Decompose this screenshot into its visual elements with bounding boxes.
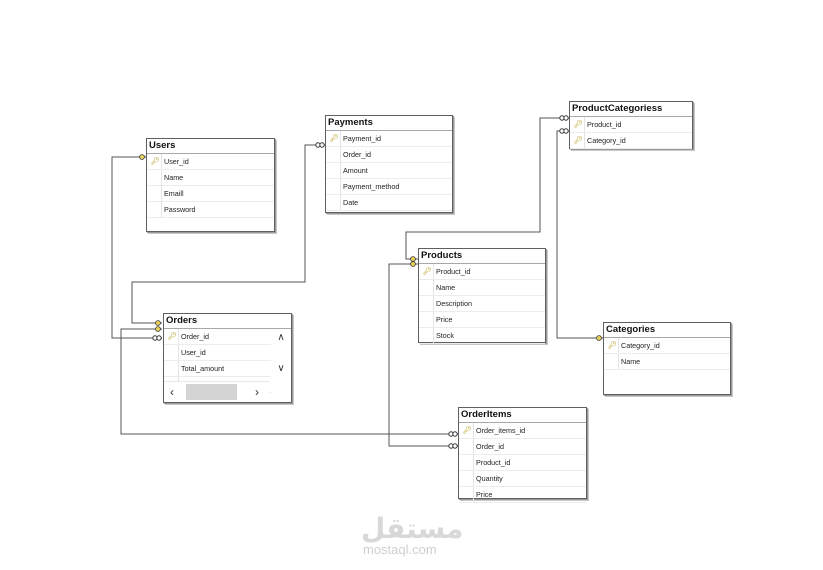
key-icon: 🔑︎ bbox=[463, 427, 472, 434]
column-row[interactable]: 🔑︎ Order_items_id bbox=[459, 423, 586, 439]
column-row[interactable]: Password bbox=[147, 202, 274, 218]
relationship-categories-productcategories bbox=[556, 130, 603, 339]
key-icon: 🔑︎ bbox=[423, 268, 432, 275]
table-products[interactable]: Products 🔑︎ Product_id Name Description P… bbox=[418, 248, 546, 344]
watermark-url: mostaql.com bbox=[363, 542, 437, 557]
column-name: Order_items_id bbox=[476, 426, 526, 435]
column-row[interactable]: 🔑︎ User_id bbox=[147, 154, 274, 170]
column-name: Name bbox=[621, 357, 641, 366]
chevron-up-icon[interactable]: ∧ bbox=[277, 332, 285, 343]
column-row[interactable]: Description bbox=[419, 296, 545, 312]
relationship-users-orders bbox=[111, 156, 162, 339]
column-row[interactable]: 🔑︎ Category_id bbox=[604, 338, 730, 354]
column-row[interactable]: 🔑︎ Payment_id bbox=[326, 131, 452, 147]
table-columns: 🔑︎ User_id Name Emaill Password bbox=[147, 154, 274, 218]
table-columns: 🔑︎Order_id User_id Total_amount Status ∧… bbox=[164, 329, 291, 402]
column-row[interactable]: Price bbox=[419, 312, 545, 328]
column-row[interactable]: 🔑︎ Product_id bbox=[570, 117, 692, 133]
table-title: ProductCategoriess bbox=[570, 102, 692, 117]
column-row[interactable]: User_id bbox=[164, 345, 271, 361]
key-icon: 🔑︎ bbox=[330, 135, 339, 142]
table-columns: 🔑︎ Product_id Name Description Price Stoc… bbox=[419, 264, 545, 344]
table-orderitems[interactable]: OrderItems 🔑︎ Order_items_id Order_id Pro… bbox=[458, 407, 587, 503]
table-productcategories[interactable]: ProductCategoriess 🔑︎ Product_id 🔑︎ Catego… bbox=[569, 101, 693, 149]
key-icon: 🔑︎ bbox=[608, 342, 617, 349]
table-payments[interactable]: Payments 🔑︎ Payment_id Order_id Amount Pa… bbox=[325, 115, 453, 213]
column-name: Product_id bbox=[436, 267, 471, 276]
key-icon: 🔑︎ bbox=[574, 137, 583, 144]
key-icon: 🔑︎ bbox=[168, 333, 177, 340]
column-row[interactable]: Payment_method bbox=[326, 179, 452, 195]
watermark-logo: مستقل bbox=[361, 512, 464, 545]
column-row[interactable]: 🔑︎ Product_id bbox=[419, 264, 545, 280]
table-title: Orders bbox=[164, 314, 291, 329]
column-name: Amount bbox=[343, 166, 368, 175]
table-title: Products bbox=[419, 249, 545, 264]
column-name: Date bbox=[343, 198, 359, 207]
column-row[interactable]: Name bbox=[147, 170, 274, 186]
relationship-products-orderitems bbox=[388, 263, 458, 447]
relationship-payments-orders bbox=[131, 144, 325, 324]
column-name: Password bbox=[164, 205, 196, 214]
chevron-left-icon[interactable]: ‹ bbox=[170, 385, 174, 399]
column-row[interactable]: 🔑︎ Order_id bbox=[164, 329, 271, 345]
chevron-right-icon[interactable]: › bbox=[255, 385, 259, 399]
column-row[interactable]: Date bbox=[326, 195, 452, 211]
column-name: Description bbox=[436, 299, 472, 308]
table-columns: 🔑︎ Order_items_id Order_id Product_id Qua… bbox=[459, 423, 586, 503]
column-name: Price bbox=[436, 315, 453, 324]
column-row[interactable]: Quantity bbox=[459, 471, 586, 487]
vertical-scrollbar[interactable]: ∧ ∨ bbox=[271, 329, 291, 402]
key-icon: 🔑︎ bbox=[151, 158, 160, 165]
relationship-orders-orderitems bbox=[120, 328, 458, 435]
column-name: Total_amount bbox=[181, 364, 225, 373]
column-name: User_id bbox=[164, 157, 189, 166]
column-name: Name bbox=[436, 283, 456, 292]
column-row[interactable]: Product_id bbox=[459, 455, 586, 471]
relationship-products-productcategories bbox=[405, 117, 569, 260]
column-name: Category_id bbox=[587, 136, 626, 145]
column-name: Price bbox=[476, 490, 493, 499]
column-row[interactable]: Order_id bbox=[459, 439, 586, 455]
column-name: User_id bbox=[181, 348, 206, 357]
column-name: Stock bbox=[436, 331, 454, 340]
table-columns: 🔑︎ Payment_id Order_id Amount Payment_met… bbox=[326, 131, 452, 211]
column-name: Quantity bbox=[476, 474, 503, 483]
column-name: Product_id bbox=[476, 458, 511, 467]
column-row[interactable]: Name bbox=[419, 280, 545, 296]
column-name: Category_id bbox=[621, 341, 660, 350]
column-name: Order_id bbox=[343, 150, 371, 159]
column-name: Name bbox=[164, 173, 184, 182]
column-name: Payment_method bbox=[343, 182, 400, 191]
horizontal-scrollbar[interactable]: ‹ › bbox=[164, 381, 269, 402]
column-name: Product_id bbox=[587, 120, 622, 129]
column-row[interactable]: Stock bbox=[419, 328, 545, 344]
table-orders[interactable]: Orders 🔑︎Order_id User_id Total_amount S… bbox=[163, 313, 292, 403]
column-row[interactable]: Amount bbox=[326, 163, 452, 179]
table-title: OrderItems bbox=[459, 408, 586, 423]
column-row[interactable]: Order_id bbox=[326, 147, 452, 163]
table-categories[interactable]: Categories 🔑︎ Category_id Name bbox=[603, 322, 731, 395]
table-title: Categories bbox=[604, 323, 730, 338]
column-row[interactable]: Name bbox=[604, 354, 730, 370]
column-row[interactable]: Emaill bbox=[147, 186, 274, 202]
column-row[interactable]: Total_amount bbox=[164, 361, 271, 377]
scrollbar-thumb[interactable] bbox=[186, 384, 237, 400]
column-row[interactable]: 🔑︎ Category_id bbox=[570, 133, 692, 149]
chevron-down-icon[interactable]: ∨ bbox=[277, 363, 285, 374]
column-name: Order_id bbox=[181, 332, 209, 341]
column-name: Order_id bbox=[476, 442, 504, 451]
table-users[interactable]: Users 🔑︎ User_id Name Emaill Password bbox=[146, 138, 275, 232]
column-row[interactable]: Price bbox=[459, 487, 586, 503]
table-title: Users bbox=[147, 139, 274, 154]
column-name: Emaill bbox=[164, 189, 184, 198]
column-name: Payment_id bbox=[343, 134, 381, 143]
table-columns: 🔑︎ Category_id Name bbox=[604, 338, 730, 370]
table-columns: 🔑︎ Product_id 🔑︎ Category_id bbox=[570, 117, 692, 149]
table-title: Payments bbox=[326, 116, 452, 131]
key-icon: 🔑︎ bbox=[574, 121, 583, 128]
